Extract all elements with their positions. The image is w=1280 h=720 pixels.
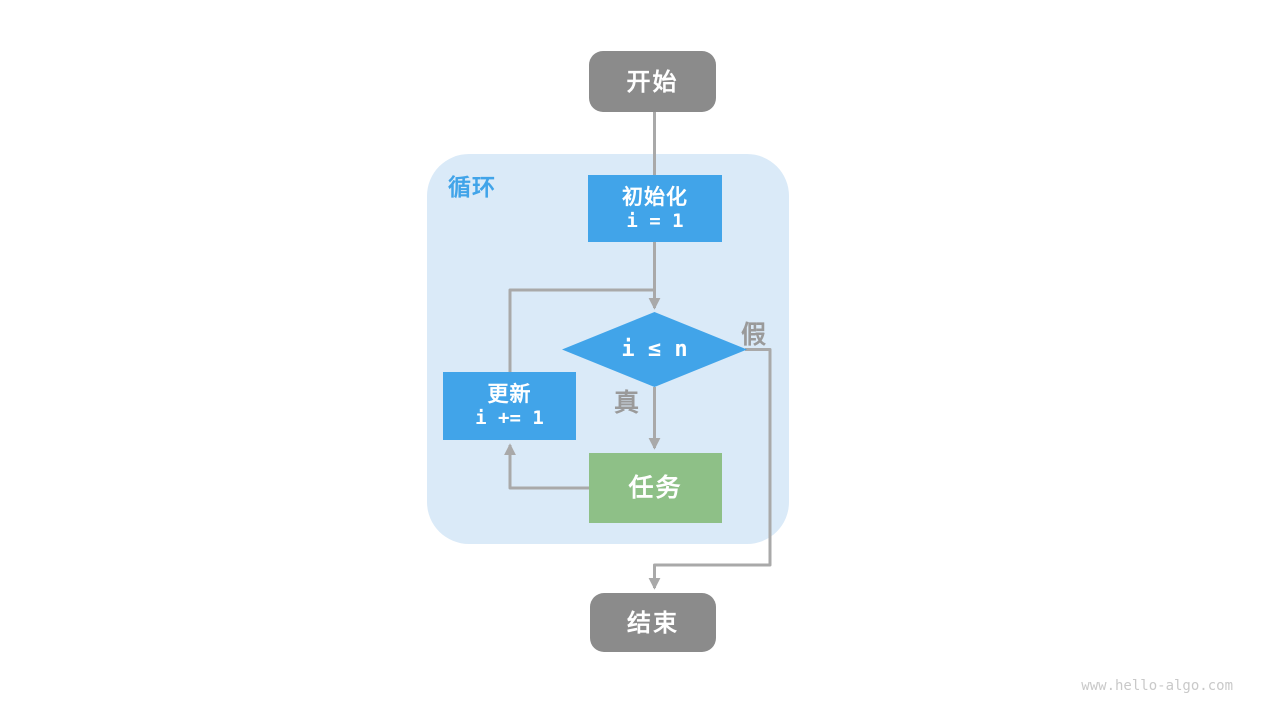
site-watermark: www.hello-algo.com [1081,678,1233,694]
end-node-label: 结束 [627,608,679,637]
edge-update-to-condition [508,288,655,373]
task-node-label: 任务 [628,473,683,503]
edge-condition-false-end [648,348,772,590]
false-branch-label: 假 [741,320,767,349]
condition-node-label: i ≤ n [621,336,688,362]
start-node-label: 开始 [626,67,679,96]
update-node-label: 更新 [487,382,532,406]
loop-container-label: 循环 [448,175,496,201]
start-node: 开始 [589,51,716,112]
update-node-code: i += 1 [475,407,544,430]
task-node: 任务 [589,453,722,523]
update-node: 更新 i += 1 [443,372,576,440]
init-node-label: 初始化 [622,184,688,209]
end-node: 结束 [590,593,716,652]
init-node-code: i = 1 [626,209,684,232]
true-branch-label: 真 [614,388,640,417]
init-node: 初始化 i = 1 [588,175,722,242]
edge-task-to-update [504,443,590,490]
